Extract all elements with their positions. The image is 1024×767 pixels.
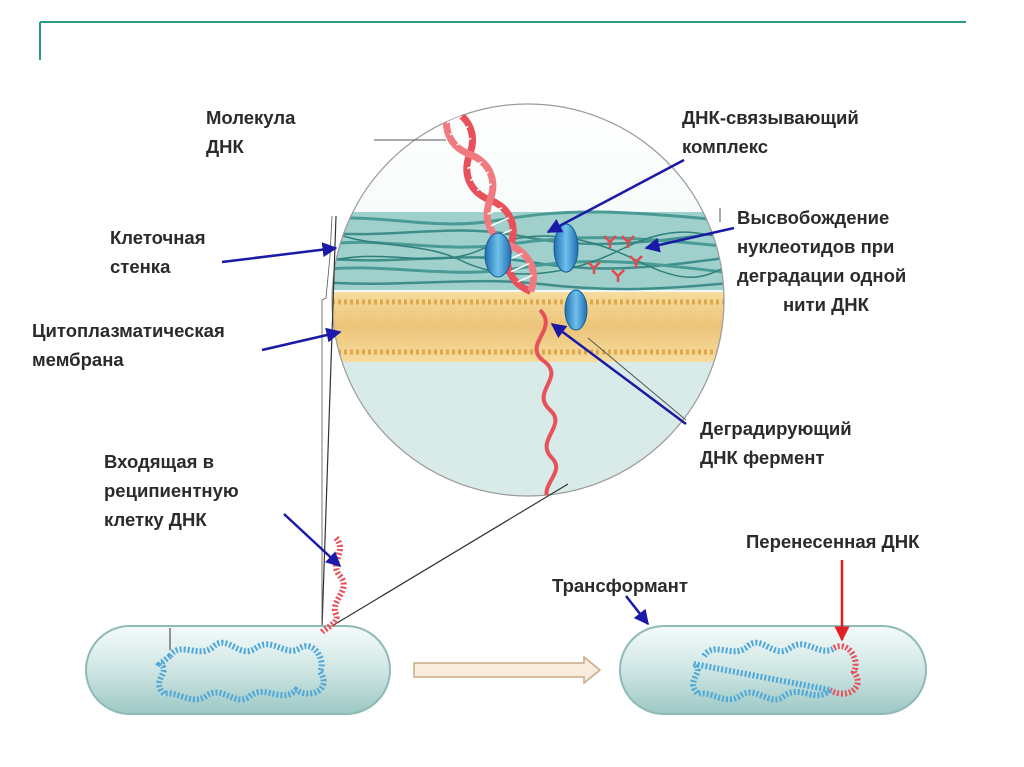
label-incoming-dna-line2: реципиентную: [104, 480, 239, 501]
label-nucleotide-release: Высвобождение нуклеотидов при деградации…: [737, 207, 906, 315]
label-transformant: Трансформант: [552, 575, 688, 596]
protein-complex-icon: [484, 223, 588, 331]
label-nucleotide-release-line1: Высвобождение: [737, 207, 889, 228]
label-incoming-dna-line1: Входящая в: [104, 451, 214, 472]
label-degrading-enzyme-line1: Деградирующий: [700, 418, 852, 439]
released-nucleotides: [587, 235, 643, 282]
label-cell-wall: Клеточная стенка: [110, 227, 206, 277]
label-cytoplasmic-membrane-line1: Цитоплазматическая: [32, 320, 225, 341]
label-transferred-dna: Перенесенная ДНК: [746, 531, 920, 552]
dna-double-helix-icon: [443, 105, 559, 496]
label-dna-molecule-line2: ДНК: [206, 136, 245, 157]
label-nucleotide-release-line2: нуклеотидов при: [737, 236, 894, 257]
label-cytoplasmic-membrane-line2: мембрана: [32, 349, 124, 370]
slide-frame: [39, 21, 966, 60]
label-nucleotide-release-line3: деградации одной: [737, 265, 906, 286]
process-arrow-icon: [413, 655, 602, 685]
label-incoming-dna: Входящая в реципиентную клетку ДНК: [104, 451, 239, 530]
label-dna-molecule-line1: Молекула: [206, 107, 296, 128]
label-degrading-enzyme: Деградирующий ДНК фермент: [700, 418, 852, 468]
label-dna-molecule: Молекула ДНК: [206, 107, 296, 157]
label-binding-complex-line1: ДНК-связывающий: [682, 107, 859, 128]
membrane-band: [332, 292, 724, 362]
label-degrading-enzyme-line2: ДНК фермент: [700, 447, 824, 468]
bacterial-cell-icon: [85, 625, 391, 715]
magnified-view: [331, 103, 725, 497]
label-cell-wall-line1: Клеточная: [110, 227, 206, 248]
label-nucleotide-release-line4: нити ДНК: [783, 294, 870, 315]
cell-wall-band: [332, 210, 724, 291]
transformant-cell-icon: [619, 625, 927, 715]
label-transformant-line1: Трансформант: [552, 575, 688, 596]
label-cytoplasmic-membrane: Цитоплазматическая мембрана: [32, 320, 225, 370]
label-binding-complex-line2: комплекс: [682, 136, 768, 157]
label-transferred-dna-line1: Перенесенная ДНК: [746, 531, 920, 552]
label-binding-complex: ДНК-связывающий комплекс: [682, 107, 859, 157]
pointer-arrows: [221, 139, 850, 642]
label-cell-wall-line2: стенка: [110, 256, 171, 277]
label-incoming-dna-line3: клетку ДНК: [104, 509, 207, 530]
